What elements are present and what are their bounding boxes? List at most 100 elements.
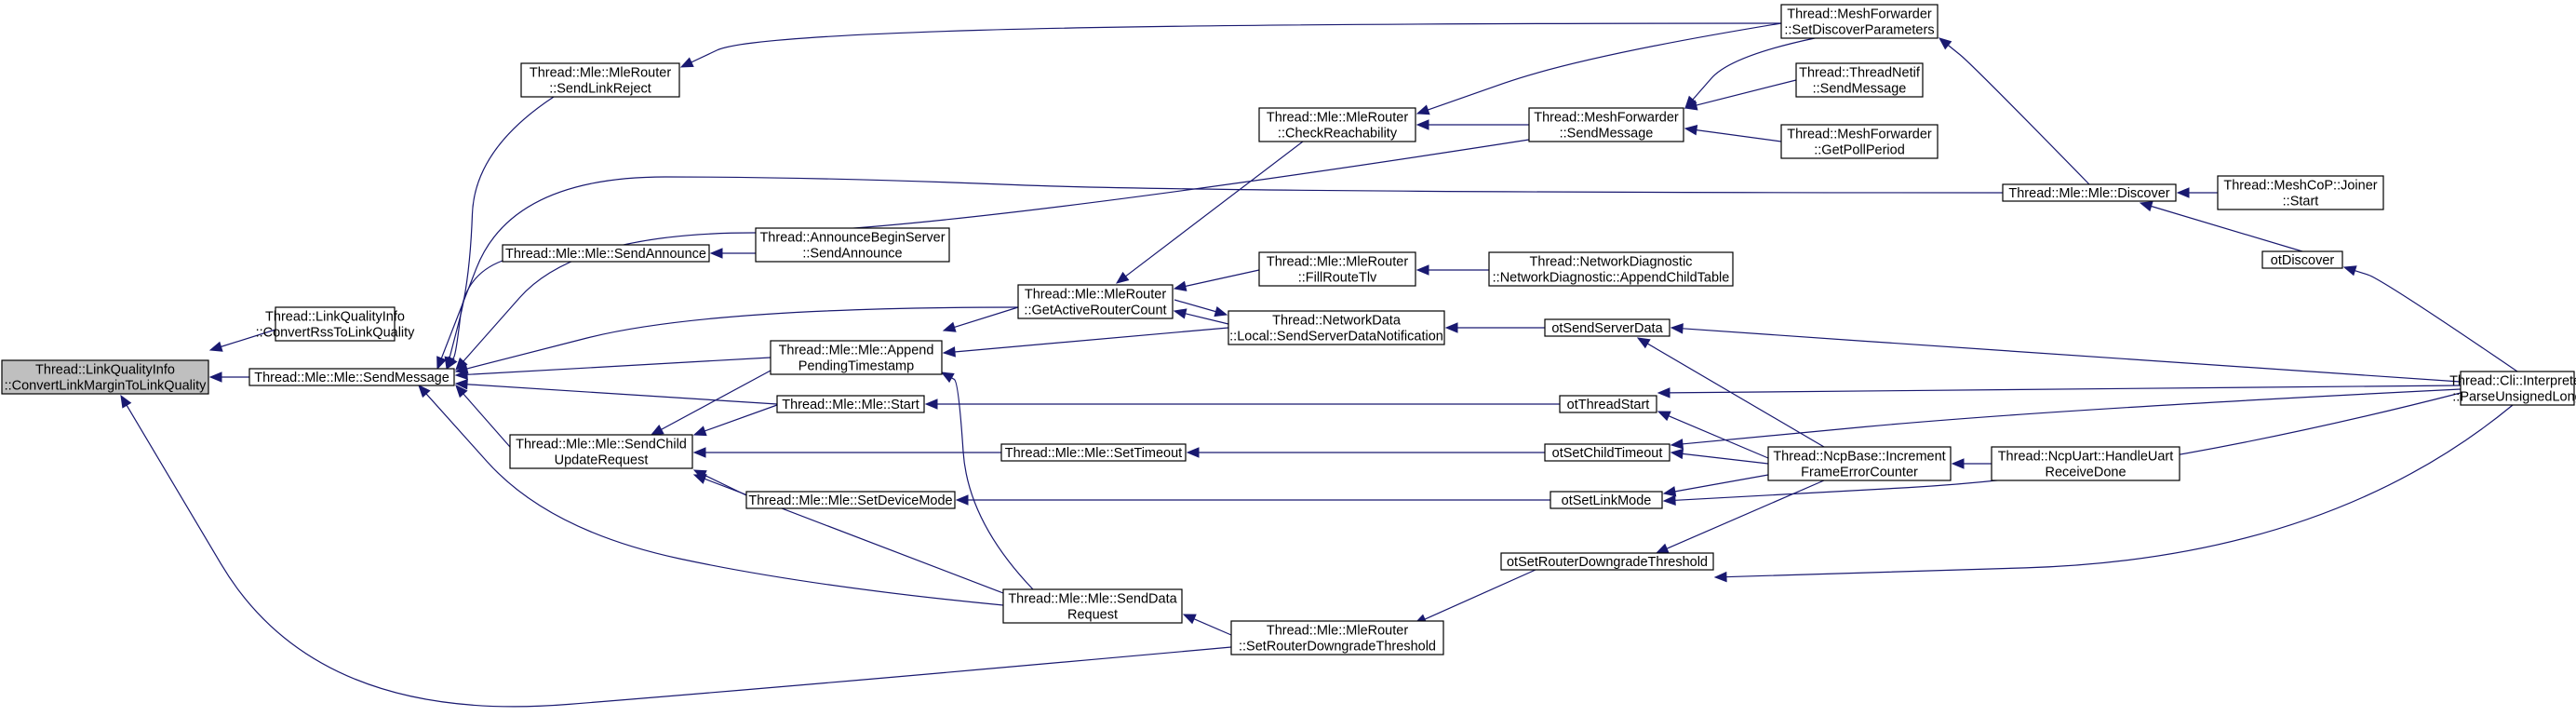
- edge-arrowhead: [942, 321, 957, 332]
- edge-line: [1645, 342, 1825, 448]
- graph-node-getPoll[interactable]: Thread::MeshForwarder::GetPollPeriod: [1780, 124, 1939, 159]
- edge-line: [952, 306, 1019, 329]
- edge-line: [1664, 480, 1825, 550]
- graph-node-sendServerNotif[interactable]: Thread::NetworkData::Local::SendServerDa…: [1228, 310, 1445, 345]
- node-label: Thread::MeshForwarder: [1787, 128, 1932, 142]
- graph-node-fillRoute[interactable]: Thread::Mle::MleRouter::FillRouteTlv: [1258, 251, 1416, 287]
- node-label: ::SendAnnounce: [802, 247, 902, 262]
- node-box: [1, 359, 209, 395]
- edge: [942, 306, 1019, 332]
- graph-node-meshSend[interactable]: Thread::MeshForwarder::SendMessage: [1528, 107, 1684, 142]
- edge-line: [1183, 269, 1260, 288]
- graph-node-otSetLinkMode[interactable]: otSetLinkMode: [1550, 491, 1663, 509]
- edge-arrowhead: [1670, 323, 1684, 334]
- edge: [436, 176, 2004, 371]
- node-box: [1258, 107, 1416, 142]
- edge-line: [464, 384, 778, 405]
- node-label: Thread::Mle::MleRouter: [1267, 624, 1408, 639]
- graph-node-mleDiscover[interactable]: Thread::Mle::Mle::Discover: [2002, 183, 2177, 202]
- edge-line: [2149, 205, 2303, 252]
- edge: [1662, 474, 1769, 497]
- edge: [940, 372, 1034, 590]
- graph-node-otSetRouterDown[interactable]: otSetRouterDowngradeThreshold: [1500, 552, 1714, 571]
- graph-node-otThreadStart[interactable]: otThreadStart: [1559, 395, 1657, 413]
- node-box: [1795, 62, 1924, 98]
- node-box: [755, 227, 950, 263]
- graph-node-netDiag[interactable]: Thread::NetworkDiagnostic::NetworkDiagno…: [1488, 251, 1734, 287]
- graph-node-sendAnnounce[interactable]: Thread::Mle::Mle::SendAnnounce: [502, 244, 710, 263]
- node-label: ::Local::SendServerDataNotification: [1229, 330, 1443, 344]
- edge-line: [1183, 312, 1229, 325]
- node-label: otSetChildTimeout: [1552, 446, 1663, 461]
- node-label: Thread::Mle::Mle::SendChild: [516, 438, 687, 453]
- graph-node-checkReach[interactable]: Thread::Mle::MleRouter::CheckReachabilit…: [1258, 107, 1416, 142]
- edge-line: [1191, 617, 1232, 636]
- graph-node-otSetChildTimeout[interactable]: otSetChildTimeout: [1544, 443, 1670, 462]
- edge-arrowhead: [1636, 337, 1651, 349]
- node-box: [502, 244, 710, 263]
- node-box: [1002, 588, 1183, 624]
- node-label: ::SendLinkReject: [549, 82, 651, 97]
- node-box: [1228, 310, 1445, 345]
- edge-arrowhead: [940, 372, 955, 384]
- edge-arrowhead: [446, 356, 458, 371]
- edge: [1684, 124, 1782, 142]
- graph-node-sendLinkReject[interactable]: Thread::Mle::MleRouter::SendLinkReject: [520, 62, 680, 98]
- graph-node-ncpInc[interactable]: Thread::NcpBase::IncrementFrameErrorCoun…: [1767, 446, 1952, 481]
- graph-node-announceBegin[interactable]: Thread::AnnounceBeginServer::SendAnnounc…: [755, 227, 950, 263]
- edge-arrowhead: [454, 363, 469, 374]
- edge-arrowhead: [1713, 571, 1727, 583]
- node-box: [1488, 251, 1734, 287]
- graph-node-cliParse[interactable]: Thread::Cli::Interpreter::ParseUnsignedL…: [2449, 371, 2576, 406]
- edge-arrowhead: [208, 372, 222, 383]
- edge-arrowhead: [1182, 614, 1197, 625]
- graph-node-setDeviceMode[interactable]: Thread::Mle::Mle::SetDeviceMode: [745, 491, 956, 509]
- node-label: ::ConvertLinkMarginToLinkQuality: [5, 379, 208, 394]
- graph-node-root[interactable]: Thread::LinkQualityInfo::ConvertLinkMarg…: [1, 359, 209, 395]
- edge-arrowhead: [2342, 265, 2357, 277]
- graph-node-otDiscover[interactable]: otDiscover: [2261, 250, 2343, 269]
- node-box: [745, 491, 956, 509]
- graph-node-mleStart[interactable]: Thread::Mle::Mle::Start: [776, 395, 925, 413]
- edge: [1657, 385, 2462, 399]
- node-label: UpdateRequest: [555, 453, 649, 468]
- edges-layer: [120, 22, 2518, 708]
- node-box: [2002, 183, 2177, 202]
- edge-arrowhead: [120, 394, 132, 409]
- graph-node-otSendServer[interactable]: otSendServerData: [1544, 318, 1670, 337]
- graph-node-sendMsg[interactable]: Thread::Mle::Mle::SendMessage: [248, 368, 455, 386]
- graph-node-getActive[interactable]: Thread::Mle::MleRouter::GetActiveRouterC…: [1017, 284, 1174, 319]
- graph-node-joinerStart[interactable]: Thread::MeshCoP::Joiner::Start: [2217, 175, 2384, 210]
- node-label: Thread::MeshCoP::Joiner: [2223, 179, 2377, 194]
- graph-node-threadNetif[interactable]: Thread::ThreadNetif::SendMessage: [1795, 62, 1924, 98]
- edge-arrowhead: [1662, 494, 1676, 507]
- graph-node-setRouterDown[interactable]: Thread::Mle::MleRouter::SetRouterDowngra…: [1230, 620, 1444, 655]
- edge-line: [1680, 388, 2462, 445]
- node-label: Thread::NetworkDiagnostic: [1530, 255, 1693, 270]
- graph-node-meshSetDiscover[interactable]: Thread::MeshForwarder::SetDiscoverParame…: [1780, 4, 1939, 39]
- edge: [1938, 37, 2090, 185]
- edge: [120, 394, 1232, 708]
- edge-arrowhead: [1657, 411, 1671, 422]
- edge-line: [1694, 79, 1797, 107]
- edge: [208, 372, 249, 383]
- graph-node-convRss[interactable]: Thread::LinkQualityInfo::ConvertRssToLin…: [256, 306, 416, 342]
- node-label: Thread::MeshForwarder: [1534, 111, 1679, 126]
- node-box: [1767, 446, 1952, 481]
- edge-arrowhead: [1415, 119, 1429, 130]
- edge-line: [1666, 414, 1769, 459]
- edge-arrowhead: [454, 379, 468, 390]
- node-label: ::SetDiscoverParameters: [1784, 23, 1934, 38]
- node-label: ::SendMessage: [1813, 82, 1907, 97]
- edge-arrowhead: [1444, 322, 1458, 333]
- edge-arrowhead: [1670, 448, 1684, 460]
- node-label: Thread::Cli::Interpreter: [2449, 374, 2576, 389]
- node-box: [1544, 443, 1670, 462]
- edge-arrowhead: [455, 357, 468, 371]
- graph-node-setTimeout[interactable]: Thread::Mle::Mle::SetTimeout: [1000, 443, 1187, 462]
